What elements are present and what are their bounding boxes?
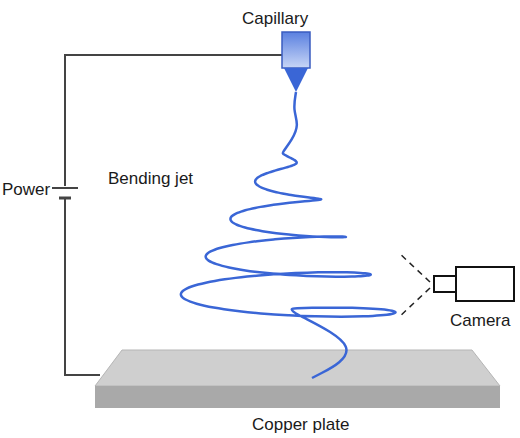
part-label: Bending jet — [108, 170, 193, 189]
capillary-body — [282, 32, 310, 68]
copper-plate-front — [95, 386, 500, 408]
capillary-tip — [284, 68, 308, 92]
camera-lens — [434, 276, 456, 292]
part-label: Copper plate — [252, 416, 349, 435]
wire — [65, 214, 100, 375]
camera-body — [456, 267, 514, 301]
part-label: Capillary — [242, 10, 308, 29]
bending-jet — [181, 92, 396, 378]
part-label: Power — [2, 181, 50, 200]
wire — [65, 55, 282, 186]
wire — [64, 198, 66, 214]
part-label: Camera — [450, 312, 510, 331]
battery-plate — [52, 187, 78, 189]
copper-plate-top — [95, 350, 500, 386]
view-line — [398, 288, 430, 318]
view-line — [398, 252, 430, 282]
